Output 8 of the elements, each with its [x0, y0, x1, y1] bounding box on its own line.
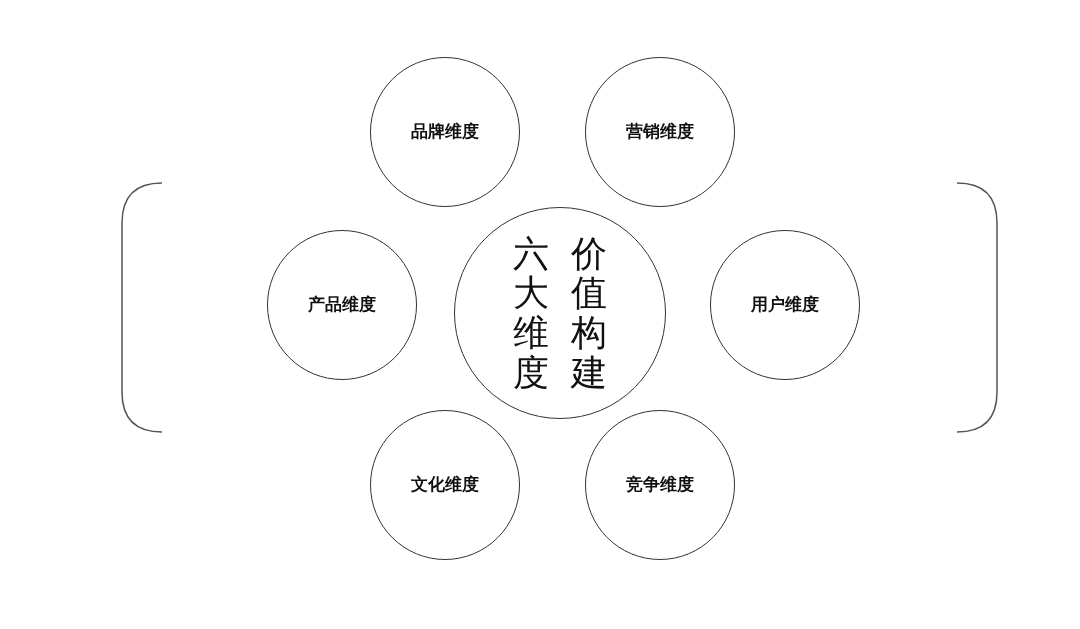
- node-label: 营销维度: [626, 120, 694, 144]
- node-label: 文化维度: [411, 473, 479, 497]
- vertical-title: 六大维度: [513, 233, 549, 393]
- node-label: 用户维度: [751, 293, 819, 317]
- node-label: 竞争维度: [626, 473, 694, 497]
- vertical-title: 价值构建: [571, 233, 607, 393]
- node-label: 品牌维度: [411, 120, 479, 144]
- node-label: 产品维度: [308, 293, 376, 317]
